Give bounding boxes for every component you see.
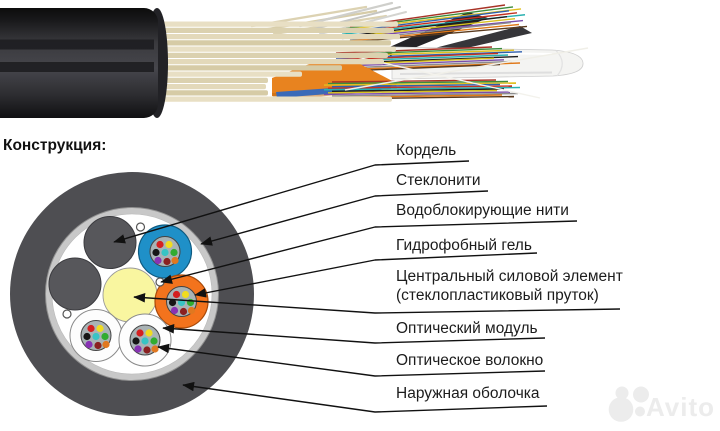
optical-fiber-dot <box>165 240 173 249</box>
label-cse-line2: (стеклопластиковый пруток) <box>396 286 599 304</box>
optical-fiber-dot <box>96 324 104 333</box>
optical-fiber-dot <box>92 332 100 341</box>
fiber-strand <box>323 86 521 91</box>
aramid-yarn-strand <box>160 90 268 96</box>
optical-fiber-dot <box>85 340 93 349</box>
cross-section-diagram <box>10 172 254 416</box>
water-blocking-thread-3 <box>62 309 72 319</box>
optical-fiber-dot <box>141 337 149 345</box>
fiber-strand <box>331 52 499 61</box>
avito-watermark-text: Avito <box>646 392 716 422</box>
label-cse-line1: Центральный силовой элемент <box>396 268 623 285</box>
cable-photo <box>0 1 589 118</box>
optical-fiber-dot <box>136 329 144 337</box>
aramid-yarn-strand <box>160 84 266 90</box>
optical-fiber-dot <box>151 345 159 353</box>
kordel-filler-1 <box>83 216 137 269</box>
fiber-strand <box>335 46 493 54</box>
label-water-blocking: Водоблокирующие нити <box>396 202 569 219</box>
cable-jacket <box>0 8 168 118</box>
optical-fiber-dot <box>145 329 153 337</box>
optical-fiber-dot <box>134 345 142 353</box>
kordel-filler-2 <box>48 257 102 311</box>
label-glass-yarns: Стеклонити <box>396 172 481 189</box>
aramid-yarn-strand <box>160 65 342 71</box>
optical-fiber-dot <box>150 337 158 345</box>
label-outer-sheath: Наружная оболочка <box>396 385 540 402</box>
optical-module-white-1 <box>69 309 123 362</box>
water-blocking-thread-1 <box>135 222 146 232</box>
fiber-strand <box>331 79 497 83</box>
label-optical-fiber: Оптическое волокно <box>396 352 544 369</box>
fiber-group <box>132 329 159 354</box>
leader-optical-module <box>162 324 546 344</box>
label-cse: Центральный силовой элемент (стеклопласт… <box>396 268 623 305</box>
aramid-yarn-block <box>160 21 400 102</box>
section-title: Конструкция: <box>3 137 107 154</box>
optical-fiber-dot <box>102 340 110 349</box>
label-kordel: Кордель <box>396 142 457 159</box>
optical-fiber-dot <box>156 240 164 249</box>
optical-fiber-dot <box>187 306 196 315</box>
optical-module-orange <box>154 274 209 329</box>
aramid-yarn-strand <box>160 71 302 77</box>
leader-cse <box>133 292 621 314</box>
leader-water-blocking <box>160 220 578 284</box>
fiber-bundle-bottom <box>323 79 521 100</box>
fiber-strand <box>331 88 505 92</box>
fiber-group <box>152 240 179 266</box>
aramid-yarn-strand <box>160 77 268 84</box>
optical-fiber-dot <box>163 257 171 266</box>
aramid-yarn-strand <box>160 52 388 59</box>
fiber-strand <box>323 91 511 96</box>
aramid-yarn-strand <box>160 59 384 65</box>
label-optical-module: Оптический модуль <box>396 320 538 337</box>
optical-fiber-dot <box>94 341 102 350</box>
jacket-stripe-1 <box>0 39 154 50</box>
optical-fiber-dot <box>172 290 181 299</box>
leader-optical-fiber <box>157 343 546 377</box>
fiber-strand <box>323 82 517 86</box>
fiber-strand <box>331 92 519 97</box>
aramid-yarn-strand <box>160 40 391 46</box>
optical-module-white-2 <box>118 313 172 367</box>
fiber-strand <box>327 80 509 85</box>
fiber-strand <box>327 89 498 94</box>
label-gel: Гидрофобный гель <box>396 237 532 254</box>
leader-glass-yarns <box>200 190 489 246</box>
fiber-strand <box>341 25 528 44</box>
aramid-yarn-strand <box>160 27 394 34</box>
aramid-yarn-strand <box>160 34 400 40</box>
aramid-yarn-strand <box>160 96 392 102</box>
optical-fiber-dot <box>152 248 160 257</box>
avito-logo-icon <box>608 386 649 422</box>
optical-fiber-dot <box>179 307 188 316</box>
optical-fiber-dot <box>87 324 95 333</box>
aramid-yarn-strand <box>160 21 398 27</box>
optical-fiber-dot <box>171 256 179 265</box>
jacket-stripe-2 <box>0 62 154 72</box>
optical-fiber-dot <box>143 346 151 354</box>
optical-fiber-dot <box>132 337 140 345</box>
optical-fiber-dot <box>168 298 177 307</box>
optical-fiber-dot <box>83 332 91 341</box>
fiber-strand <box>331 83 501 88</box>
leader-lines <box>113 160 621 413</box>
optical-fiber-dot <box>170 306 179 315</box>
optical-fiber-dot <box>154 256 162 265</box>
optical-fiber-dot <box>181 290 190 299</box>
leader-gel <box>194 252 538 298</box>
optical-fiber-dot <box>101 332 109 341</box>
leader-outer-sheath <box>182 381 548 413</box>
optical-fiber-dot <box>161 248 169 257</box>
optical-module-blue <box>137 224 193 279</box>
optical-fiber-dot <box>170 248 178 257</box>
fiber-group <box>83 324 110 350</box>
aramid-yarn-strand <box>160 46 396 52</box>
leader-kordel <box>113 160 470 244</box>
